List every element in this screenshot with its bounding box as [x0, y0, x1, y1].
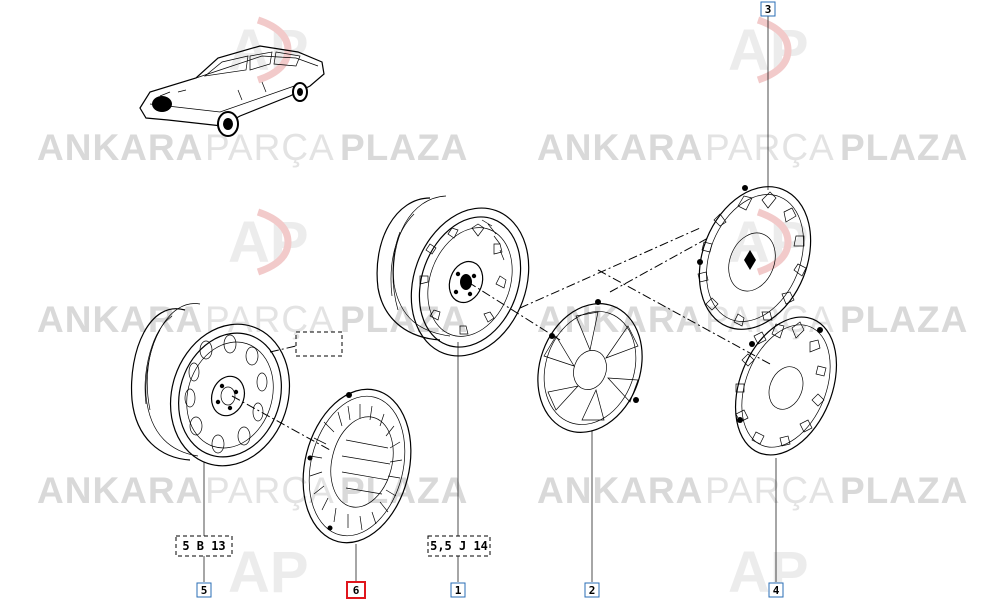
dashed-placeholder-box	[295, 331, 343, 357]
watermark-text-row: ANKARA PARÇA PLAZA	[537, 470, 968, 511]
svg-text:PARÇA: PARÇA	[205, 299, 335, 340]
part-label-6[interactable]: 6	[346, 581, 366, 599]
svg-text:5: 5	[201, 584, 208, 597]
svg-text:PLAZA: PLAZA	[840, 299, 968, 340]
watermark-logo: AP	[228, 16, 309, 84]
part-label-4[interactable]: 4	[768, 582, 784, 598]
svg-text:4: 4	[773, 584, 780, 597]
watermark-logo: AP	[728, 540, 809, 600]
assembly-lines	[231, 227, 771, 451]
svg-text:6: 6	[353, 584, 360, 597]
watermark-text-row: ANKARA PARÇA PLAZA	[37, 470, 467, 511]
part-label-2[interactable]: 2	[584, 582, 600, 598]
watermark-logo: AP	[228, 208, 309, 276]
watermark-text-row: ANKARA PARÇA PLAZA	[37, 127, 468, 168]
svg-text:ANKARA: ANKARA	[37, 127, 203, 168]
hubcap-2	[537, 299, 643, 433]
svg-text:PLAZA: PLAZA	[340, 299, 468, 340]
watermark-text-row: ANKARA PARÇA PLAZA	[537, 299, 968, 340]
hubcap-6	[302, 388, 412, 544]
svg-text:AP: AP	[728, 540, 809, 600]
svg-text:3: 3	[765, 3, 772, 16]
svg-text:ANKARA: ANKARA	[537, 127, 703, 168]
part-label-1[interactable]: 1	[450, 582, 466, 598]
spec-label-5-5j14: 5,5 J 14	[427, 535, 491, 557]
svg-text:PLAZA: PLAZA	[840, 470, 968, 511]
svg-text:PARÇA: PARÇA	[205, 470, 335, 511]
svg-text:ANKARA: ANKARA	[37, 470, 203, 511]
svg-text:5,5 J 14: 5,5 J 14	[430, 539, 488, 553]
svg-text:1: 1	[455, 584, 462, 597]
watermark-logo: AP	[228, 540, 309, 600]
hubcap-4	[734, 316, 838, 456]
svg-text:PARÇA: PARÇA	[705, 127, 835, 168]
steel-wheel-5-5j14	[376, 195, 530, 357]
car-illustration	[139, 45, 325, 137]
svg-text:2: 2	[589, 584, 596, 597]
svg-text:AP: AP	[228, 540, 309, 600]
svg-text:ANKARA: ANKARA	[537, 470, 703, 511]
part-label-3[interactable]: 3	[760, 1, 776, 17]
steel-wheel-5b13	[130, 303, 291, 467]
svg-text:PARÇA: PARÇA	[705, 470, 835, 511]
svg-text:PLAZA: PLAZA	[340, 127, 468, 168]
svg-text:ANKARA: ANKARA	[37, 299, 203, 340]
svg-text:ANKARA: ANKARA	[537, 299, 703, 340]
part-label-5[interactable]: 5	[196, 582, 212, 598]
watermark-text-row: ANKARA PARÇA PLAZA	[37, 299, 468, 340]
spec-label-5b13: 5 B 13	[175, 535, 233, 557]
watermark-text-row: ANKARA PARÇA PLAZA	[537, 127, 968, 168]
svg-text:5 B 13: 5 B 13	[182, 539, 225, 553]
watermark-logo: AP	[728, 208, 809, 276]
leader-lines	[203, 16, 777, 582]
svg-text:PLAZA: PLAZA	[840, 127, 968, 168]
